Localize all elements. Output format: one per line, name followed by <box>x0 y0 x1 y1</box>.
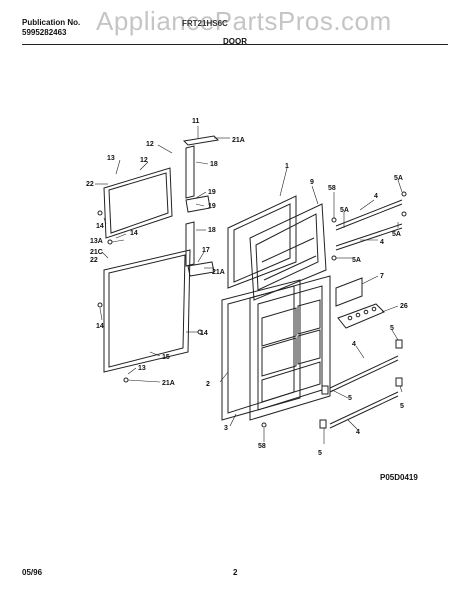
page-number: 2 <box>233 568 238 577</box>
callout-5a-4: 5A <box>352 257 361 264</box>
shelf-rod-upper <box>335 199 403 227</box>
callout-14-b: 14 <box>130 230 138 237</box>
callout-18-mid: 18 <box>208 227 216 234</box>
callout-13: 13 <box>138 365 146 372</box>
callout-5-d: 5 <box>318 450 322 457</box>
callout-58-top: 58 <box>328 185 336 192</box>
shelf-rod-mid <box>335 223 403 247</box>
publication-block: Publication No. 5995282463 <box>22 18 80 38</box>
publication-number: 5995282463 <box>22 28 67 37</box>
callout-3: 3 <box>224 425 228 432</box>
fresh-food-door <box>221 279 301 421</box>
screw <box>123 377 129 383</box>
callout-17: 17 <box>202 247 210 254</box>
shelf-rod-lower-1 <box>329 355 399 389</box>
shelf-rod-lower-2 <box>329 391 399 425</box>
hinge-mid <box>185 195 211 213</box>
callout-10: 12 <box>146 141 154 148</box>
screw <box>331 217 337 223</box>
watermark: AppliancePartsPros.com <box>96 6 392 36</box>
callout-1: 1 <box>285 163 289 170</box>
screw <box>401 211 407 217</box>
shelf-rod-upper-b <box>335 203 403 231</box>
figure-code: P05D0419 <box>380 473 418 482</box>
screw <box>97 302 103 308</box>
callout-5-a: 5 <box>390 325 394 332</box>
callout-19-b: 19 <box>208 203 216 210</box>
upper-handle-trim <box>185 145 195 199</box>
freezer-door-gasket <box>103 167 173 239</box>
callout-14-a: 14 <box>96 223 104 230</box>
shelf-rod-lower-2b <box>329 395 399 429</box>
callout-labels: 11 12 21A 13 12 18 22 19 19 14 18 14 13A… <box>86 118 408 457</box>
callout-5-b: 5 <box>400 403 404 410</box>
hinge-top <box>182 135 220 146</box>
screw <box>261 422 267 428</box>
callout-4-mid: 4 <box>380 239 384 246</box>
callout-21a-mid: 21A <box>212 269 225 276</box>
butter-compartment <box>335 277 363 307</box>
callout-21a-top: 21A <box>232 137 245 144</box>
callout-22-top: 22 <box>86 181 94 188</box>
callout-21a-bottom: 21A <box>162 380 175 387</box>
callout-14-c: 14 <box>96 323 104 330</box>
screw <box>331 255 337 261</box>
callout-21c: 21C <box>90 249 103 256</box>
footer-date: 05/96 <box>22 568 43 577</box>
callout-5a-3: 5A <box>392 231 401 238</box>
end-cap <box>395 339 403 349</box>
hinge-bottom <box>187 261 215 277</box>
end-cap <box>319 419 327 429</box>
end-cap <box>395 377 403 387</box>
callout-58-bottom: 58 <box>258 443 266 450</box>
callout-4-top: 4 <box>374 193 378 200</box>
freezer-door-liner <box>249 203 327 301</box>
callout-5a-1: 5A <box>394 175 403 182</box>
fresh-food-door-gasket <box>103 249 191 373</box>
screw <box>401 191 407 197</box>
callout-2: 2 <box>206 381 210 388</box>
section-title: DOOR <box>223 37 247 46</box>
screw <box>107 239 113 245</box>
callout-18-top: 18 <box>210 161 218 168</box>
callout-9: 9 <box>310 179 314 186</box>
callout-11: 12 <box>140 157 148 164</box>
lower-handle-trim <box>185 221 195 267</box>
callout-7: 7 <box>380 273 384 280</box>
model-number: FRT21HS6C <box>182 19 228 28</box>
callout-26: 26 <box>400 303 408 310</box>
publication-label: Publication No. <box>22 18 81 27</box>
callout-5a-2: 5A <box>340 207 349 214</box>
callout-14-d: 14 <box>200 330 208 337</box>
shelf-rod-mid-b <box>335 227 403 251</box>
callout-20: 11 <box>192 118 200 125</box>
callout-4-bottom: 4 <box>356 429 360 436</box>
freezer-door-panel <box>227 195 297 289</box>
screw <box>97 210 103 216</box>
fresh-food-door-liner <box>249 275 331 421</box>
end-cap <box>321 385 329 395</box>
header-rule <box>22 44 448 45</box>
callout-22-mid: 22 <box>90 257 98 264</box>
callout-19-a: 19 <box>208 189 216 196</box>
callout-13a: 13A <box>90 238 103 245</box>
egg-tray <box>337 303 385 329</box>
callout-15: 15 <box>162 354 170 361</box>
callout-5-c: 5 <box>348 395 352 402</box>
callout-12: 13 <box>107 155 115 162</box>
shelf-rod-lower-1b <box>329 359 399 393</box>
callout-4-low: 4 <box>352 341 356 348</box>
